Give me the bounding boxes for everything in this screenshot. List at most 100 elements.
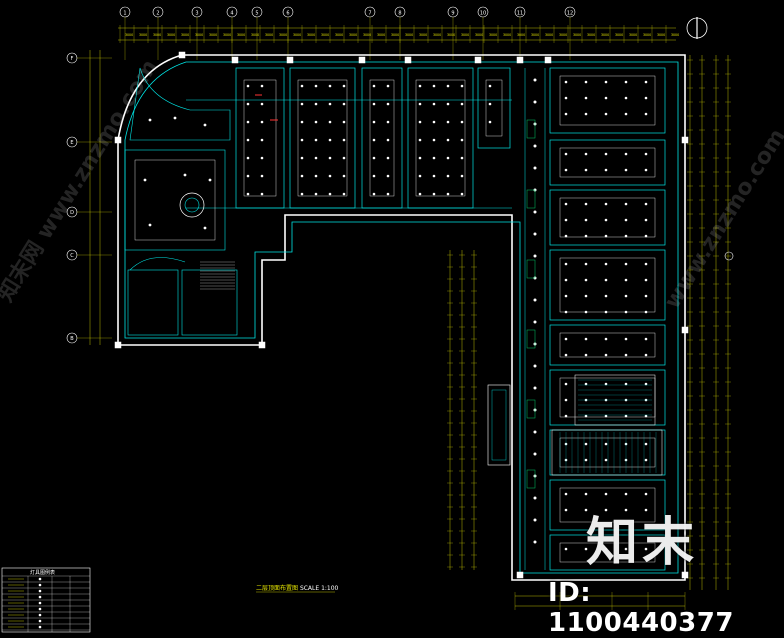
furniture-block <box>526 469 536 489</box>
light-fixture <box>418 174 422 178</box>
light-fixture <box>300 102 304 106</box>
corridor-light <box>533 166 537 170</box>
light-fixture <box>604 202 608 206</box>
light-fixture <box>446 84 450 88</box>
light-fixture <box>624 262 628 266</box>
light-fixture <box>246 192 250 196</box>
structural-column <box>516 56 524 64</box>
light-fixture <box>432 156 436 160</box>
room-ceiling <box>549 429 666 476</box>
light-fixture <box>328 174 332 178</box>
light-fixture <box>386 102 390 106</box>
light-fixture <box>604 80 608 84</box>
light-fixture <box>564 234 568 238</box>
watermark-brand: 知末 <box>586 513 699 573</box>
corridor-light <box>533 210 537 214</box>
light-fixture <box>624 218 628 222</box>
light-fixture <box>418 156 422 160</box>
light-fixture <box>246 120 250 124</box>
light-fixture <box>644 547 648 551</box>
light-fixture <box>604 547 608 551</box>
light-fixture <box>418 120 422 124</box>
corridor-light <box>533 298 537 302</box>
light-fixture <box>624 492 628 496</box>
light-fixture <box>564 202 568 206</box>
light-fixture <box>584 112 588 116</box>
light-fixture <box>584 337 588 341</box>
light-fixture <box>644 458 648 462</box>
light-fixture <box>342 174 346 178</box>
grid-label-top: 2 <box>156 11 159 17</box>
light-fixture <box>300 156 304 160</box>
light-fixture <box>314 120 318 124</box>
light-fixture <box>564 278 568 282</box>
light-fixture <box>604 262 608 266</box>
light-fixture <box>208 178 212 182</box>
room-ceiling <box>549 189 666 246</box>
light-fixture <box>246 102 250 106</box>
light-fixture <box>604 353 608 357</box>
light-fixture <box>173 116 177 120</box>
light-fixture <box>604 310 608 314</box>
light-fixture <box>624 202 628 206</box>
room-ceiling <box>407 67 474 209</box>
light-fixture <box>604 442 608 446</box>
corridor-light <box>533 144 537 148</box>
light-fixture <box>488 102 492 106</box>
dimension-text: 3000 <box>195 33 203 37</box>
light-fixture <box>314 138 318 142</box>
dimension-text: 3000 <box>601 33 609 37</box>
light-fixture <box>328 102 332 106</box>
grid-label-left: F <box>71 56 74 62</box>
light-fixture <box>300 138 304 142</box>
dimension-text: 3000 <box>475 33 483 37</box>
structural-column <box>358 56 366 64</box>
light-fixture <box>564 382 568 386</box>
light-fixture <box>446 192 450 196</box>
grid-label-top: 9 <box>451 11 454 17</box>
light-fixture <box>584 492 588 496</box>
light-fixture <box>584 458 588 462</box>
drawing-title: 二层顶面布置图 SCALE 1:100 <box>256 585 339 592</box>
light-fixture <box>564 547 568 551</box>
light-fixture <box>300 120 304 124</box>
light-fixture <box>143 178 147 182</box>
light-fixture <box>460 84 464 88</box>
dimension-text: 3000 <box>209 33 217 37</box>
light-fixture <box>446 174 450 178</box>
light-fixture <box>624 234 628 238</box>
dimension-text: 3000 <box>545 33 553 37</box>
light-fixture <box>328 84 332 88</box>
light-fixture <box>584 310 588 314</box>
dimension-text: 3000 <box>503 33 511 37</box>
curved-wall <box>129 257 186 271</box>
light-fixture <box>604 278 608 282</box>
light-fixture <box>488 84 492 88</box>
corridor-light <box>533 540 537 544</box>
light-fixture <box>584 547 588 551</box>
light-fixture <box>564 262 568 266</box>
dimension-text: 3000 <box>629 33 637 37</box>
light-fixture <box>604 337 608 341</box>
corridor-light <box>533 518 537 522</box>
structural-column <box>231 56 239 64</box>
light-fixture <box>624 310 628 314</box>
grid-label-top: 6 <box>286 11 289 17</box>
legend-symbol <box>38 601 42 605</box>
light-fixture <box>418 102 422 106</box>
building-outline <box>117 54 686 581</box>
dimension-text: 3000 <box>251 33 259 37</box>
light-fixture <box>644 337 648 341</box>
light-fixture <box>584 234 588 238</box>
light-fixture <box>342 84 346 88</box>
light-fixture <box>328 138 332 142</box>
light-fixture <box>372 120 376 124</box>
light-fixture <box>342 120 346 124</box>
light-fixture <box>624 80 628 84</box>
light-fixture <box>260 84 264 88</box>
light-fixture <box>644 492 648 496</box>
dimension-text: 3000 <box>531 33 539 37</box>
light-fixture <box>432 138 436 142</box>
light-fixture <box>644 508 648 512</box>
